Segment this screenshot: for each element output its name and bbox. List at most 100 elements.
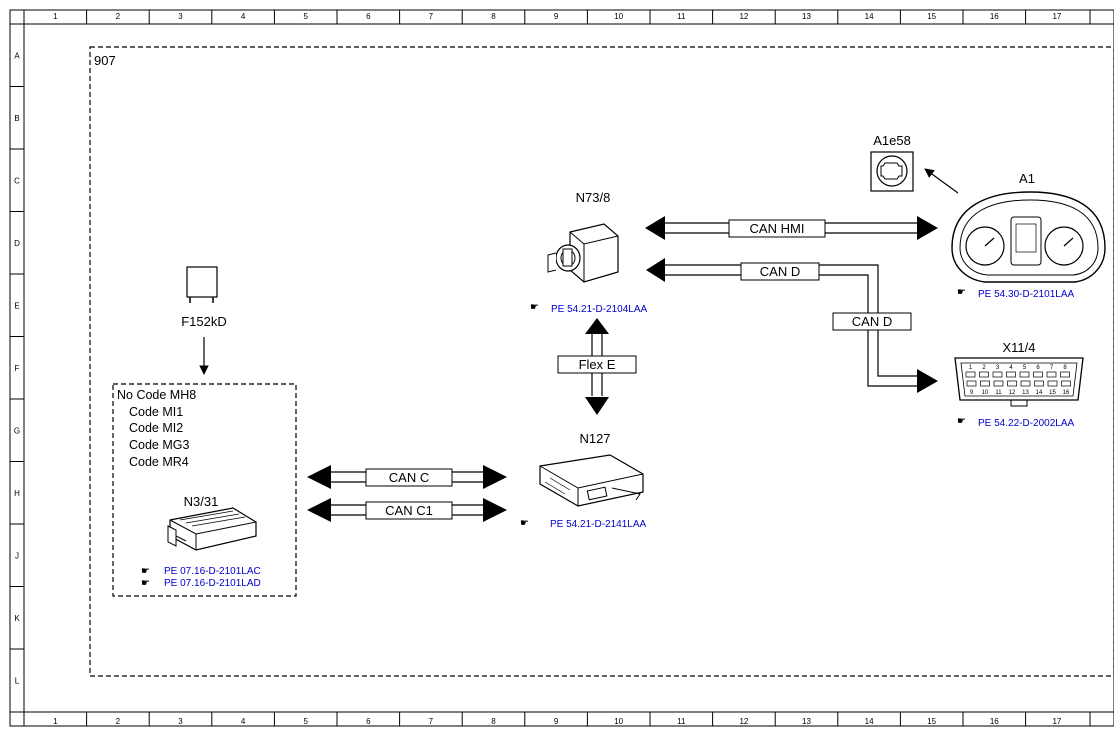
a1e58-check-engine-lamp-icon[interactable] <box>870 151 914 192</box>
column-number: 9 <box>554 717 559 726</box>
frame <box>9 9 1114 727</box>
column-number: 7 <box>429 717 434 726</box>
connector-pin <box>1019 371 1030 378</box>
n73-8-label: N73/8 <box>576 190 611 205</box>
n3-31-ref-1[interactable]: PE 07.16-D-2101LAC <box>164 566 261 577</box>
column-number: 11 <box>677 12 686 21</box>
column-number: 6 <box>366 12 371 21</box>
flex-e-bus <box>557 318 637 415</box>
row-letter: K <box>14 614 20 623</box>
n73-8-ref[interactable]: PE 54.21-D-2104LAA <box>551 304 648 315</box>
a1-ref[interactable]: PE 54.30-D-2101LAA <box>978 289 1075 300</box>
a1-instrument-cluster-icon[interactable] <box>951 191 1106 283</box>
pin-number: 13 <box>1022 390 1029 396</box>
ref-hand-icon: ☛ <box>957 287 966 298</box>
can-hmi-bus <box>645 216 938 240</box>
code-box <box>112 383 297 597</box>
fuse-f152kd[interactable] <box>186 266 218 303</box>
column-number: 14 <box>865 12 874 21</box>
pin-number: 10 <box>982 390 989 396</box>
n127-control-unit-icon[interactable] <box>539 454 644 507</box>
x11-4-obd-connector-icon[interactable] <box>954 357 1084 407</box>
pin-number: 12 <box>1009 390 1016 396</box>
diagram-label: 907 <box>94 53 116 68</box>
row-letter: G <box>14 426 20 435</box>
column-number: 13 <box>802 717 811 726</box>
connector-pin <box>1047 380 1058 387</box>
n73-8-ignition-switch-icon[interactable] <box>547 223 619 283</box>
column-number: 14 <box>865 717 874 726</box>
ref-hand-icon: ☛ <box>957 416 966 427</box>
a1e58-label: A1e58 <box>873 133 911 148</box>
column-number: 17 <box>1052 717 1061 726</box>
code-line-4: Code MR4 <box>129 455 189 469</box>
ref-hand-icon: ☛ <box>520 518 529 529</box>
column-number: 15 <box>927 12 936 21</box>
pin-number: 4 <box>1009 365 1013 371</box>
flex-e-label: Flex E <box>579 357 616 372</box>
x11-4-label: X11/4 <box>1002 340 1035 355</box>
n3-31-ref-2[interactable]: PE 07.16-D-2101LAD <box>164 578 261 589</box>
column-number: 13 <box>802 12 811 21</box>
pin-number: 9 <box>970 390 974 396</box>
column-number: 15 <box>927 717 936 726</box>
row-letter: E <box>14 301 19 310</box>
can-d-label-2: CAN D <box>852 314 892 329</box>
row-letter: L <box>15 676 20 685</box>
connector-pin <box>1046 371 1057 378</box>
column-number: 8 <box>491 12 496 21</box>
column-number: 4 <box>241 12 246 21</box>
n3-31-label: N3/31 <box>184 494 219 509</box>
pin-number: 11 <box>995 390 1002 396</box>
column-number: 17 <box>1052 12 1061 21</box>
pin-number: 14 <box>1036 390 1043 396</box>
column-number: 4 <box>241 717 246 726</box>
n127-ref[interactable]: PE 54.21-D-2141LAA <box>550 519 647 530</box>
can-c1-bus <box>307 498 507 522</box>
pin-number: 7 <box>1050 365 1054 371</box>
pin-number: 3 <box>996 365 1000 371</box>
connector-pin <box>1020 380 1031 387</box>
connector-pin <box>992 371 1003 378</box>
row-letter: A <box>14 51 20 60</box>
can-d-bus <box>646 258 938 393</box>
row-letter: D <box>14 239 20 248</box>
code-line-1: Code MI1 <box>129 405 183 419</box>
column-number: 6 <box>366 717 371 726</box>
column-number: 10 <box>614 717 623 726</box>
row-letter: F <box>15 364 20 373</box>
column-number: 5 <box>303 717 308 726</box>
n127-label: N127 <box>579 431 610 446</box>
row-letter: H <box>14 489 20 498</box>
connector-pin <box>966 380 977 387</box>
x11-4-ref[interactable]: PE 54.22-D-2002LAA <box>978 418 1075 429</box>
code-line-0: No Code MH8 <box>117 388 196 402</box>
column-number: 7 <box>429 12 434 21</box>
pin-number: 1 <box>969 365 973 371</box>
connector-pin <box>1006 371 1016 378</box>
connector-pin <box>1034 380 1044 387</box>
column-number: 2 <box>116 717 121 726</box>
connector-pin <box>965 371 976 378</box>
pin-number: 8 <box>1063 365 1067 371</box>
can-d-label-1: CAN D <box>760 264 800 279</box>
column-number: 1 <box>53 12 58 21</box>
pin-number: 6 <box>1036 365 1040 371</box>
connector-pin <box>979 371 989 378</box>
column-number: 12 <box>739 717 748 726</box>
connector-pin <box>1060 371 1070 378</box>
ref-hand-icon: ☛ <box>141 566 150 577</box>
code-line-2: Code MI2 <box>129 421 183 435</box>
column-number: 1 <box>53 717 58 726</box>
pin-number: 5 <box>1023 365 1027 371</box>
pin-number: 15 <box>1049 390 1056 396</box>
pin-number: 16 <box>1063 390 1070 396</box>
can-c1-label: CAN C1 <box>385 503 433 518</box>
row-letter: C <box>14 176 20 185</box>
ref-hand-icon: ☛ <box>530 302 539 313</box>
n3-31-control-unit-icon[interactable] <box>167 507 257 551</box>
code-line-3: Code MG3 <box>129 438 189 452</box>
